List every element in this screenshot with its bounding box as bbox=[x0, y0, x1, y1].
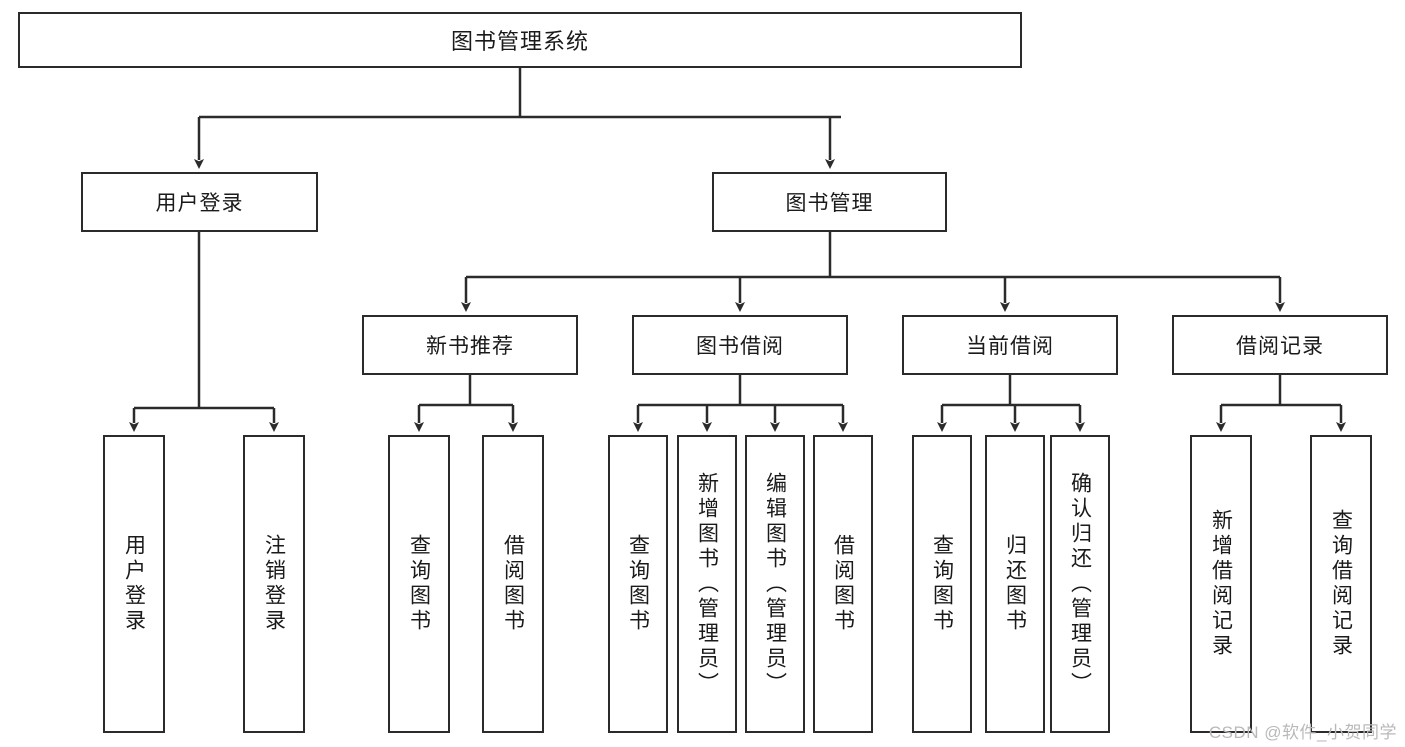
node-leaf-borrow-book-2-label: 借阅图书 bbox=[831, 534, 855, 634]
node-new-book-recommend[interactable]: 新书推荐 bbox=[362, 315, 578, 375]
node-new-book-recommend-label: 新书推荐 bbox=[426, 335, 514, 358]
node-leaf-query-record-label: 查询借阅记录 bbox=[1329, 509, 1353, 659]
node-leaf-add-record[interactable]: 新增借阅记录 bbox=[1190, 435, 1252, 733]
node-book-borrow-label: 图书借阅 bbox=[696, 335, 784, 358]
node-root[interactable]: 图书管理系统 bbox=[18, 12, 1022, 68]
node-current-borrow-label: 当前借阅 bbox=[966, 335, 1054, 358]
node-leaf-query-record[interactable]: 查询借阅记录 bbox=[1310, 435, 1372, 733]
csdn-watermark: CSDN @软件_小贺同学 bbox=[1208, 723, 1397, 742]
node-leaf-query-book-1-label: 查询图书 bbox=[407, 534, 431, 634]
node-leaf-logout[interactable]: 注销登录 bbox=[243, 435, 305, 733]
node-user-login[interactable]: 用户登录 bbox=[81, 172, 318, 232]
node-book-manage-label: 图书管理 bbox=[785, 192, 874, 215]
node-leaf-borrow-book-1[interactable]: 借阅图书 bbox=[482, 435, 544, 733]
node-leaf-add-book-label: 新增图书（管理员） bbox=[695, 471, 719, 697]
node-root-label: 图书管理系统 bbox=[450, 29, 589, 54]
node-book-manage[interactable]: 图书管理 bbox=[712, 172, 947, 232]
node-leaf-return-book[interactable]: 归还图书 bbox=[985, 435, 1045, 733]
node-leaf-query-book-3[interactable]: 查询图书 bbox=[912, 435, 972, 733]
node-leaf-query-book-2[interactable]: 查询图书 bbox=[608, 435, 668, 733]
node-leaf-return-book-label: 归还图书 bbox=[1003, 534, 1027, 634]
node-leaf-query-book-1[interactable]: 查询图书 bbox=[388, 435, 450, 733]
node-leaf-user-login-label: 用户登录 bbox=[122, 534, 146, 634]
node-leaf-user-login[interactable]: 用户登录 bbox=[103, 435, 165, 733]
node-leaf-add-book[interactable]: 新增图书（管理员） bbox=[677, 435, 737, 733]
node-leaf-query-book-3-label: 查询图书 bbox=[930, 534, 954, 634]
node-borrow-record[interactable]: 借阅记录 bbox=[1172, 315, 1388, 375]
node-book-borrow[interactable]: 图书借阅 bbox=[632, 315, 848, 375]
node-leaf-confirm-return[interactable]: 确认归还（管理员） bbox=[1050, 435, 1110, 733]
node-leaf-add-record-label: 新增借阅记录 bbox=[1209, 509, 1233, 659]
node-leaf-edit-book[interactable]: 编辑图书（管理员） bbox=[745, 435, 805, 733]
node-leaf-borrow-book-1-label: 借阅图书 bbox=[501, 534, 525, 634]
node-user-login-label: 用户登录 bbox=[155, 192, 244, 215]
node-leaf-logout-label: 注销登录 bbox=[262, 534, 286, 634]
node-leaf-query-book-2-label: 查询图书 bbox=[626, 534, 650, 634]
node-borrow-record-label: 借阅记录 bbox=[1236, 335, 1324, 358]
node-leaf-edit-book-label: 编辑图书（管理员） bbox=[763, 471, 787, 697]
node-leaf-borrow-book-2[interactable]: 借阅图书 bbox=[813, 435, 873, 733]
node-leaf-confirm-return-label: 确认归还（管理员） bbox=[1068, 471, 1092, 697]
node-current-borrow[interactable]: 当前借阅 bbox=[902, 315, 1118, 375]
